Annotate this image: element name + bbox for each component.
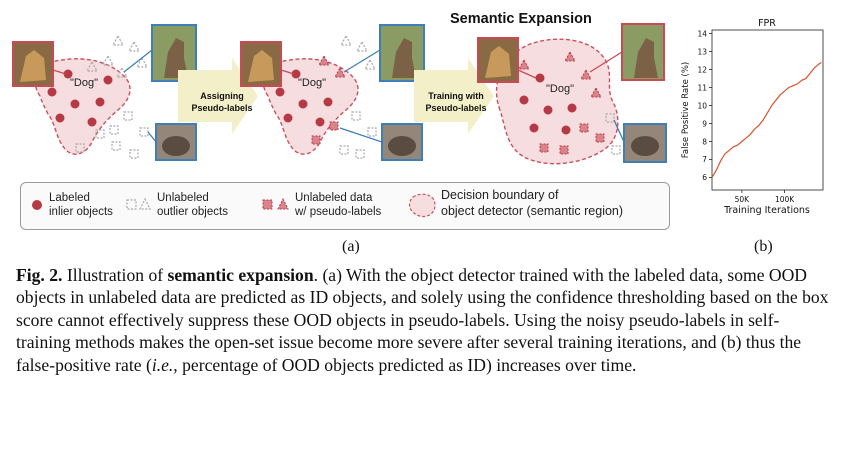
inlier-object: [55, 113, 65, 123]
outlier-objects: [75, 34, 149, 159]
inlier-object: [103, 75, 113, 85]
stage-1: "Dog": [12, 24, 197, 161]
inlier-object: [70, 99, 80, 109]
legend-boundary-icon: [408, 193, 436, 218]
arrow-assigning: [178, 58, 258, 134]
inlier-object: [87, 117, 97, 127]
y-tick-label: 12: [697, 65, 707, 74]
legend-inlier-label: Labeled inlier objects: [49, 192, 113, 218]
y-tick-label: 7: [702, 155, 707, 164]
outlier-objects: [605, 113, 621, 155]
fpr-series-line: [711, 61, 822, 178]
figure-caption: Fig. 2. Illustration of semantic expansi…: [16, 264, 834, 376]
inlier-object: [535, 73, 545, 83]
inlier-object: [291, 69, 301, 79]
panel-a-illustration: "Dog": [12, 23, 667, 165]
x-tick-label: 100K: [775, 195, 795, 204]
caption-italic-term: i.e.,: [151, 354, 178, 375]
legend-outlier-triangle-icon: [139, 197, 151, 210]
y-axis-label: False Positive Rate (%): [681, 62, 691, 158]
inlier-object: [283, 113, 293, 123]
y-axis-ticks: 6 7 8 9 10 11 12 13 14: [697, 29, 712, 182]
pseudo-labeled-objects: [311, 54, 346, 145]
panel-a: Semantic Expansion "Dog": [0, 0, 680, 262]
decision-region-expanded: [495, 38, 619, 165]
inlier-object: [561, 125, 571, 135]
inlier-object: [567, 103, 577, 113]
caption-text-2: . (a) With the object detector trained w…: [16, 265, 829, 375]
panel-a-title: Semantic Expansion: [450, 11, 592, 27]
legend-pseudo-triangle-icon: [277, 197, 289, 210]
dog-label: "Dog": [70, 77, 98, 89]
y-tick-label: 9: [702, 119, 707, 128]
chart-title: FPR: [758, 18, 776, 29]
y-tick-label: 13: [697, 47, 707, 56]
outlier-objects: [339, 34, 377, 159]
arrow-training-label: Training with Pseudo-labels: [425, 91, 487, 113]
legend-inlier-icon: [32, 200, 42, 210]
arrow-assigning-label: Assigning Pseudo-labels: [191, 91, 253, 113]
pseudo-labeled-objects: [518, 50, 605, 155]
dog-label: "Dog": [298, 77, 326, 89]
y-tick-label: 11: [697, 83, 707, 92]
y-tick-label: 14: [697, 29, 707, 38]
panel-b-sublabel: (b): [754, 238, 773, 255]
arrow-training: [414, 58, 494, 134]
dog-label: "Dog": [546, 83, 574, 95]
panel-a-sublabel: (a): [342, 238, 360, 255]
legend-pseudo-label: Unlabeled data w/ pseudo-labels: [295, 192, 382, 218]
legend-pseudo-square-icon: [262, 199, 273, 210]
fpr-chart: FPR 6 7 8 9 10 11 12 13 14 50K 100K Training Iter…: [681, 18, 824, 216]
caption-text-3: percentage of OOD objects predicted as I…: [177, 354, 637, 375]
x-axis-label: Training Iterations: [723, 205, 810, 216]
inlier-object: [543, 105, 553, 115]
inlier-object: [529, 123, 539, 133]
stage-3: "Dog": [477, 23, 667, 165]
inlier-object: [323, 97, 333, 107]
inlier-object: [95, 97, 105, 107]
caption-bold-term: semantic expansion: [167, 265, 314, 285]
legend: Labeled inlier objects Unlabeled outlier…: [20, 182, 670, 230]
x-tick-label: 50K: [735, 195, 751, 204]
y-tick-label: 8: [702, 137, 707, 146]
inlier-object: [275, 87, 285, 97]
y-tick-label: 10: [697, 101, 707, 110]
inlier-object: [47, 87, 57, 97]
inlier-object: [315, 117, 325, 127]
inlier-object: [298, 99, 308, 109]
legend-boundary-label: Decision boundary of object detector (se…: [441, 188, 624, 218]
legend-outlier-label: Unlabeled outlier objects: [157, 192, 228, 218]
x-axis-ticks: 50K 100K: [735, 190, 795, 204]
legend-symbols: [32, 193, 436, 218]
stage-2: "Dog": [240, 24, 425, 161]
inlier-object: [63, 69, 73, 79]
inlier-object: [519, 95, 529, 105]
plot-frame: [711, 29, 824, 191]
figure-label: Fig. 2.: [16, 265, 63, 285]
legend-outlier-square-icon: [126, 199, 137, 210]
caption-text-1: Illustration of: [62, 265, 168, 285]
y-tick-label: 6: [702, 173, 707, 182]
